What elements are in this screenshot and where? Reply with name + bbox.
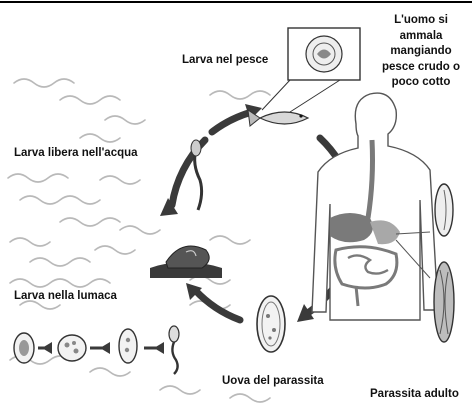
label-human-line-1: L'uomo si (376, 13, 466, 29)
label-larva-fish: Larva nel pesce (182, 54, 268, 68)
label-larva-snail: Larva nella lumaca (14, 290, 117, 304)
parasite-egg (257, 296, 285, 352)
adult-parasite-2 (434, 262, 454, 342)
label-larva-water: Larva libera nell'acqua (14, 147, 138, 161)
larva-stage-2 (58, 335, 86, 361)
larva-stage-3 (119, 329, 137, 363)
arrow-eggs-to-snail (195, 290, 240, 320)
larva-development-row (14, 326, 179, 374)
snail-drawing (150, 246, 222, 278)
arrow-heads (160, 104, 314, 322)
label-human-line-4: pesce crudo o (376, 60, 466, 76)
larva-stage-4 (169, 326, 179, 342)
water-waves (8, 79, 270, 402)
label-human-line-3: mangiando (376, 44, 466, 60)
adult-parasite-1 (435, 184, 453, 236)
free-larva (191, 140, 202, 210)
fish-inset-box (262, 28, 360, 112)
label-adult-parasite: Parassita adulto (370, 388, 459, 402)
label-eggs: Uova del parassita (222, 375, 324, 389)
label-human-infection: L'uomo si ammala mangiando pesce crudo o… (376, 13, 466, 91)
arrow-water-to-fish-tail (212, 112, 252, 132)
label-human-line-5: poco cotto (376, 75, 466, 91)
label-human-line-2: ammala (376, 29, 466, 45)
